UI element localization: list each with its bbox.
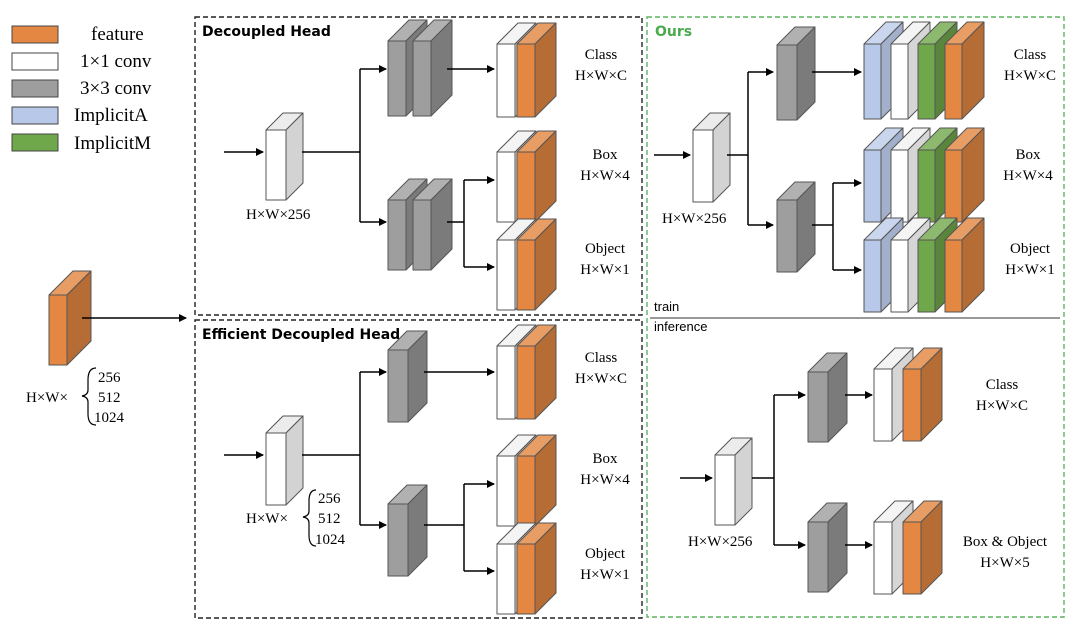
ours-title: Ours bbox=[655, 24, 692, 40]
decoupled-box-out-feature-1 bbox=[516, 130, 557, 223]
decoupled-head-connectors bbox=[224, 65, 495, 271]
decoupled-obj-out-feature-1 bbox=[516, 218, 557, 311]
ours-inference-output-class-dims: H×W×C bbox=[976, 398, 1028, 414]
decoupled-output-object-name: Object bbox=[585, 241, 626, 257]
efficient-output-object-dims: H×W×1 bbox=[580, 567, 629, 583]
ours-train-obj-out-feature-3 bbox=[944, 217, 985, 313]
efficient-decoupled-head-panel bbox=[194, 319, 643, 619]
ours-inference-blocks bbox=[714, 347, 943, 595]
decoupled-head-blocks bbox=[265, 19, 557, 311]
efficient-reg-conv bbox=[387, 484, 428, 577]
ours-inference-class-conv bbox=[807, 352, 848, 443]
ours-train-output-box-dims: H×W×4 bbox=[1003, 168, 1053, 184]
efficient-output-class-name: Class bbox=[585, 350, 618, 366]
efficient-stem-channel-256: 256 bbox=[318, 491, 341, 507]
ours-train-output-class-name: Class bbox=[1014, 47, 1047, 63]
ours-train-output-class-dims: H×W×C bbox=[1004, 68, 1056, 84]
ours-inference-connectors bbox=[680, 391, 873, 549]
ours-train-reg-conv bbox=[776, 181, 816, 273]
legend-swatch-feature bbox=[11, 25, 59, 44]
train-label: train bbox=[654, 299, 679, 314]
legend-label-1x1-conv: 1×1 conv bbox=[80, 51, 152, 72]
ours-train-box-out-feature-3 bbox=[944, 127, 985, 223]
efficient-head-blocks bbox=[265, 324, 557, 615]
input-feature-block bbox=[48, 270, 92, 366]
decoupled-reg-conv-conv3x3-1 bbox=[412, 178, 453, 271]
decoupled-head-title: Decoupled Head bbox=[202, 24, 331, 40]
ours-inference-output-class-name: Class bbox=[986, 377, 1019, 393]
efficient-output-box-name: Box bbox=[592, 451, 618, 467]
input-feature-map bbox=[48, 270, 92, 366]
ours-inference-output-boxobj-dims: H×W×5 bbox=[980, 555, 1029, 571]
ours-inference-boxobj-out-feature-1 bbox=[902, 500, 943, 595]
efficient-head-connectors bbox=[224, 368, 495, 575]
ours-train-blocks bbox=[692, 21, 985, 313]
ours-train-output-object-name: Object bbox=[1010, 241, 1051, 257]
input-channel-1024: 1024 bbox=[94, 410, 125, 426]
input-brace bbox=[81, 367, 97, 426]
efficient-decoupled-head-title: Efficient Decoupled Head bbox=[202, 327, 400, 343]
efficient-output-box-dims: H×W×4 bbox=[580, 472, 630, 488]
legend-swatch-1x1-conv bbox=[11, 52, 59, 71]
legend-label-implicita: ImplicitA bbox=[74, 105, 148, 126]
ours-train-class-out-feature-3 bbox=[944, 21, 985, 120]
ours-train-stem-block bbox=[692, 112, 731, 203]
legend-label-implicitm: ImplicitM bbox=[74, 133, 151, 154]
ours-train-output-object-dims: H×W×1 bbox=[1005, 262, 1054, 278]
legend-swatch-3x3-conv bbox=[11, 79, 59, 98]
efficient-stem-brace bbox=[302, 489, 317, 547]
legend: feature 1×1 conv 3×3 conv ImplicitA Impl… bbox=[11, 24, 152, 154]
decoupled-stem-block bbox=[265, 112, 304, 201]
legend-label-3x3-conv: 3×3 conv bbox=[80, 78, 152, 99]
efficient-stem-channel-1024: 1024 bbox=[315, 532, 346, 548]
efficient-stem-block bbox=[265, 415, 304, 506]
input-dims-prefix: H×W× bbox=[26, 390, 68, 406]
efficient-class-conv bbox=[387, 330, 428, 423]
legend-label-feature: feature bbox=[91, 24, 144, 45]
decoupled-output-class-name: Class bbox=[585, 47, 618, 63]
decoupled-output-class-dims: H×W×C bbox=[575, 68, 627, 84]
ours-inference-class-out-feature-1 bbox=[902, 347, 943, 442]
decoupled-output-box-name: Box bbox=[592, 147, 618, 163]
ours-train-output-box-name: Box bbox=[1015, 147, 1041, 163]
legend-swatch-implicitm bbox=[11, 133, 59, 152]
ours-inference-reg-conv bbox=[807, 502, 848, 593]
ours-train-connectors bbox=[654, 68, 862, 274]
efficient-output-object-name: Object bbox=[585, 546, 626, 562]
ours-inference-output-boxobj-name: Box & Object bbox=[963, 534, 1048, 550]
decoupled-class-out-feature-1 bbox=[516, 22, 557, 118]
decoupled-output-object-dims: H×W×1 bbox=[580, 262, 629, 278]
ours-train-stem-dims: H×W×256 bbox=[662, 211, 727, 227]
inference-label: inference bbox=[654, 319, 707, 334]
efficient-obj-out-feature-1 bbox=[516, 522, 557, 615]
ours-train-class-conv bbox=[776, 26, 816, 121]
input-channel-256: 256 bbox=[98, 370, 121, 386]
ours-panel bbox=[646, 16, 1065, 618]
efficient-stem-dims-prefix: H×W× bbox=[246, 511, 288, 527]
decoupled-class-conv-conv3x3-1 bbox=[412, 19, 453, 117]
efficient-stem-channel-512: 512 bbox=[318, 511, 341, 527]
decoupled-head-panel bbox=[194, 16, 643, 316]
decoupled-stem-dims: H×W×256 bbox=[246, 207, 311, 223]
legend-swatch-implicita bbox=[11, 106, 59, 125]
efficient-output-class-dims: H×W×C bbox=[575, 371, 627, 387]
input-channel-512: 512 bbox=[98, 390, 121, 406]
efficient-class-out-feature-1 bbox=[516, 324, 557, 420]
ours-inference-stem-block bbox=[714, 437, 753, 526]
decoupled-output-box-dims: H×W×4 bbox=[580, 168, 630, 184]
ours-inference-stem-dims: H×W×256 bbox=[688, 534, 753, 550]
